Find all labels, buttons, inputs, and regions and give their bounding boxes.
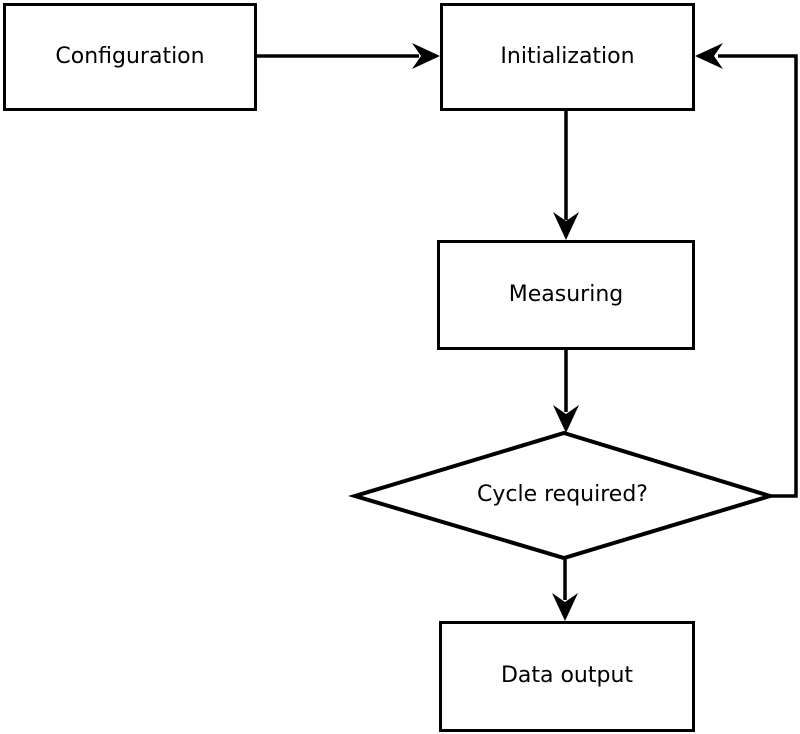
arrowhead-into-diamond-top bbox=[553, 405, 579, 433]
node-initialization: Initialization bbox=[440, 3, 695, 111]
arrowhead-into-initialization-right bbox=[695, 43, 723, 69]
node-configuration-label: Configuration bbox=[55, 43, 205, 69]
node-configuration: Configuration bbox=[3, 3, 257, 111]
node-cycle-required-label: Cycle required? bbox=[477, 482, 648, 508]
node-measuring: Measuring bbox=[437, 240, 695, 350]
decision-diamond-shape bbox=[348, 430, 777, 561]
node-measuring-label: Measuring bbox=[508, 281, 624, 307]
arrowhead-into-measuring-top bbox=[553, 212, 579, 240]
node-initialization-label: Initialization bbox=[500, 43, 635, 69]
arrowhead-into-initialization-left bbox=[412, 43, 440, 69]
node-data-output: Data output bbox=[439, 621, 695, 732]
node-data-output-label: Data output bbox=[500, 663, 634, 689]
node-cycle-required: Cycle required? bbox=[353, 433, 772, 558]
arrowhead-into-data-output-top bbox=[552, 593, 578, 621]
edge-cycle-required-to-initialization-loop bbox=[718, 54, 798, 498]
